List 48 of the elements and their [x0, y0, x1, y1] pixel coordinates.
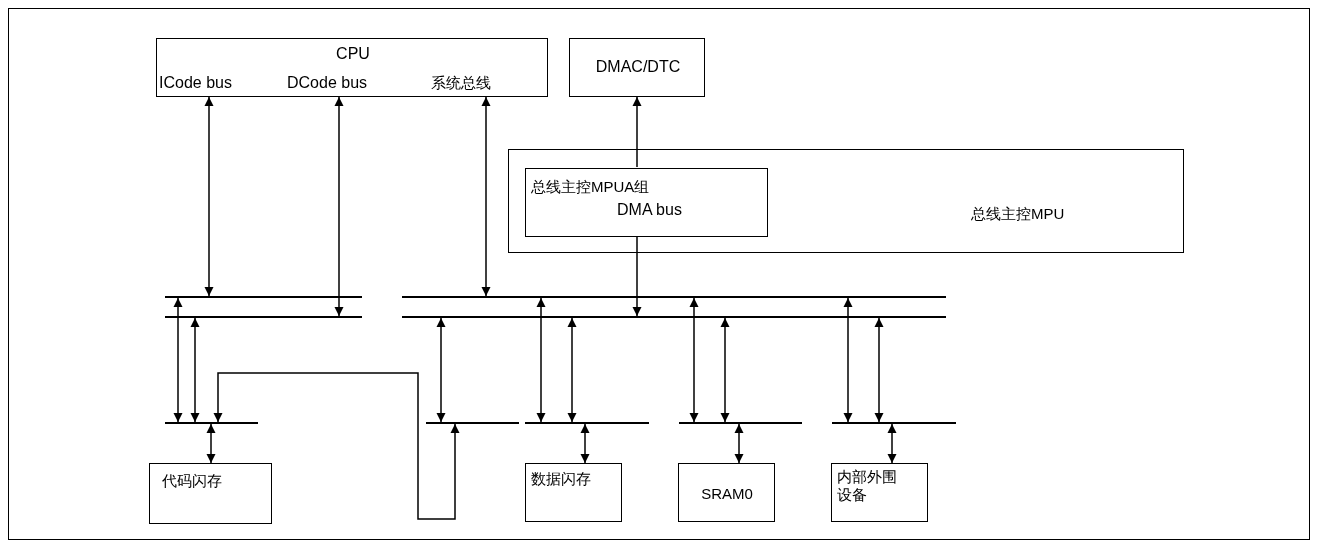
process-box	[678, 463, 775, 522]
bus-line	[402, 296, 946, 298]
bus-line	[165, 296, 362, 298]
arrow	[536, 297, 546, 423]
arrow	[720, 317, 730, 423]
arrow	[887, 423, 897, 464]
arrow	[173, 297, 183, 423]
bus-line	[165, 316, 362, 318]
bus-line	[426, 422, 519, 424]
bus-line	[402, 316, 946, 318]
process-box	[156, 38, 548, 97]
box-label: SRAM0	[701, 485, 753, 503]
arrow	[567, 317, 577, 423]
bus-line	[525, 422, 649, 424]
arrow	[436, 317, 446, 423]
box-label: 总线主控MPU	[971, 205, 1065, 223]
arrow	[206, 423, 216, 464]
box-label: 总线主控MPUA组	[531, 178, 650, 196]
arrow	[481, 96, 491, 297]
box-label: 数据闪存	[531, 470, 591, 488]
arrow	[204, 96, 214, 297]
arrow	[580, 423, 590, 464]
box-label: DMA bus	[617, 201, 682, 219]
process-box	[831, 463, 928, 522]
arrow	[190, 317, 200, 423]
bus-line	[679, 422, 802, 424]
process-box	[525, 168, 768, 237]
arrow	[632, 235, 642, 317]
box-label: ICode bus	[159, 74, 232, 92]
arrow	[843, 297, 853, 423]
process-box	[149, 463, 272, 524]
box-label: DMAC/DTC	[595, 58, 681, 76]
box-label: 内部外围设备	[837, 468, 898, 504]
box-label: 系统总线	[431, 74, 491, 92]
arrow	[334, 96, 344, 317]
box-label: DCode bus	[287, 74, 368, 92]
process-box	[508, 149, 1184, 253]
arrow	[874, 317, 884, 423]
process-box	[525, 463, 622, 522]
bus-line	[165, 422, 258, 424]
process-box	[569, 38, 705, 97]
bus-line	[832, 422, 956, 424]
arrow	[734, 423, 744, 464]
arrow	[213, 372, 460, 520]
arrow	[632, 96, 642, 168]
arrow	[689, 297, 699, 423]
box-label: CPU	[336, 45, 370, 63]
box-label: 代码闪存	[162, 472, 222, 490]
